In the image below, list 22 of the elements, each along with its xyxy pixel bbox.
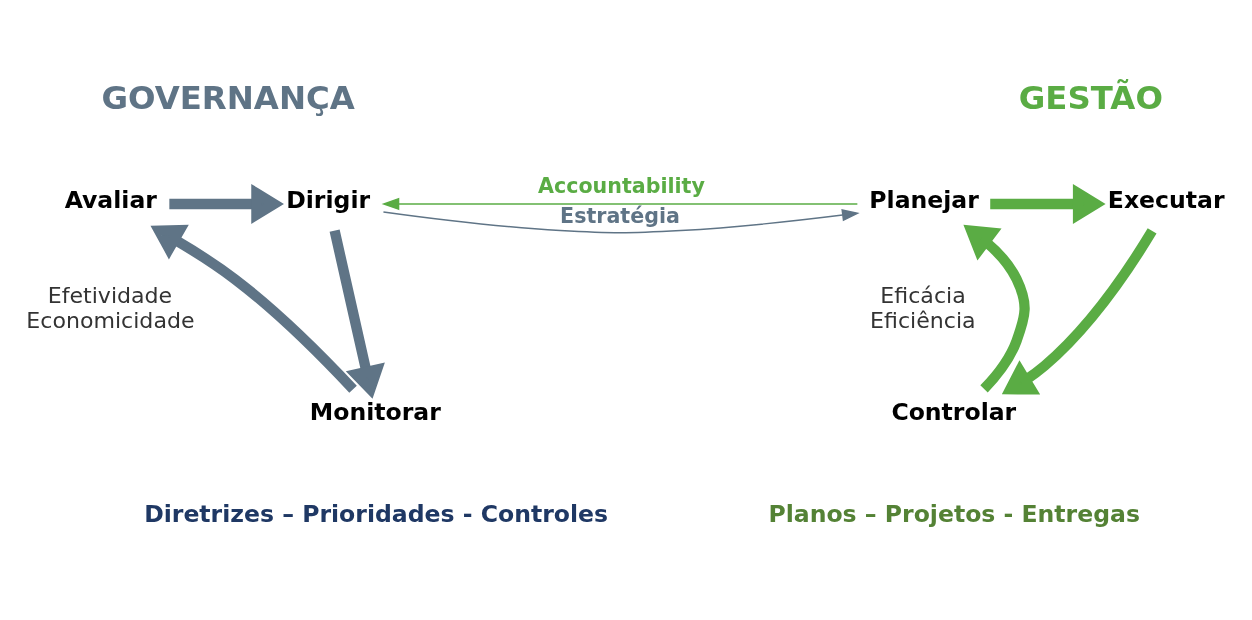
arrow: [329, 229, 385, 399]
node-text: Avaliar: [64, 186, 157, 215]
label: Eficácia Eficiência: [870, 282, 976, 333]
node-text: Monitorar: [309, 398, 441, 427]
node-text: Controlar: [891, 398, 1017, 427]
arrow: [150, 224, 357, 393]
arrow: [990, 183, 1106, 224]
label: GESTÃO: [1018, 79, 1163, 118]
label: Diretrizes – Prioridades - Controles: [144, 499, 609, 528]
node-text: Executar: [1107, 186, 1225, 215]
label: GOVERNANÇA: [101, 79, 355, 118]
label: Efetividade Economicidade: [26, 282, 195, 333]
arrow: [381, 197, 859, 211]
label: Planos – Projetos - Entregas: [768, 499, 1140, 528]
arrow: [382, 209, 860, 234]
edge-label: Accountability: [538, 173, 705, 198]
node-text: Dirigir: [286, 186, 371, 215]
edge-label: Estratégia: [560, 204, 680, 229]
arrow: [1001, 228, 1157, 395]
node-text: Planejar: [869, 186, 979, 215]
arrow: [963, 224, 1030, 393]
arrow: [169, 183, 284, 224]
